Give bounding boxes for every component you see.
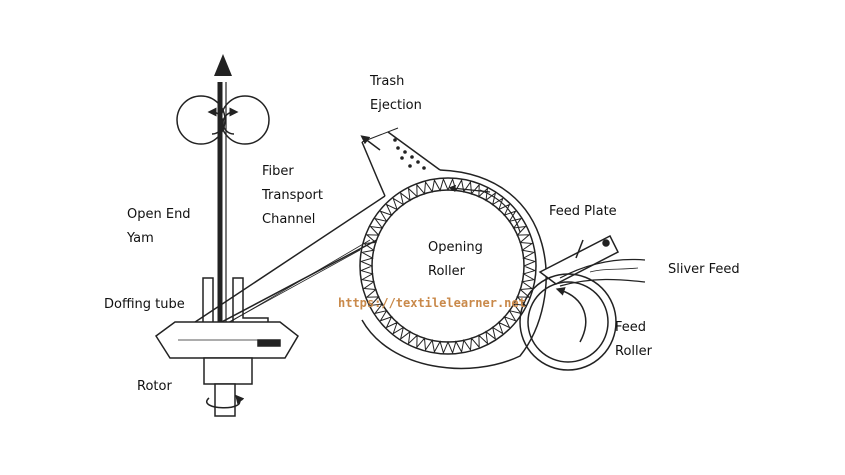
rotor-shape bbox=[154, 321, 299, 417]
take-off-rollers bbox=[176, 95, 270, 145]
label-sliver-feed: Sliver Feed bbox=[668, 258, 740, 282]
trash-duct-shape bbox=[360, 127, 441, 197]
watermark: https://textilelearner.net bbox=[338, 296, 526, 310]
label-open-end-yarn: Open End Yam bbox=[127, 203, 191, 251]
label-trash-ejection: Trash Ejection bbox=[370, 70, 422, 118]
label-line: Roller bbox=[615, 344, 652, 359]
yarn-line bbox=[217, 82, 227, 326]
rotation-arrow-icon bbox=[205, 394, 245, 409]
label-line: Fiber bbox=[262, 164, 294, 179]
label-line: Feed bbox=[615, 320, 647, 335]
feed-roller-shape bbox=[519, 273, 617, 371]
arrow-up-icon bbox=[214, 54, 232, 76]
label-line: Feed Plate bbox=[549, 204, 617, 219]
label-line: Yam bbox=[127, 231, 154, 246]
label-line: Open End bbox=[127, 207, 191, 222]
feed-plate-shape bbox=[538, 234, 620, 285]
label-line: Channel bbox=[262, 212, 316, 227]
label-line: Opening bbox=[428, 240, 483, 255]
label-line: Rotor bbox=[137, 379, 172, 394]
label-doffing-tube: Doffing tube bbox=[104, 293, 185, 317]
label-line: Sliver Feed bbox=[668, 262, 740, 277]
opening-roller-teeth bbox=[359, 177, 537, 355]
label-line: Transport bbox=[262, 188, 324, 203]
label-line: Doffing tube bbox=[104, 297, 185, 312]
opening-roller-shape bbox=[359, 177, 537, 355]
label-line: Ejection bbox=[370, 98, 422, 113]
label-feed-plate: Feed Plate bbox=[549, 200, 617, 224]
trash-particles bbox=[393, 138, 426, 170]
label-feed-roller: Feed Roller bbox=[615, 316, 652, 364]
label-fiber-transport-channel: Fiber Transport Channel bbox=[262, 160, 323, 232]
label-line: Trash bbox=[370, 74, 405, 89]
label-rotor: Rotor bbox=[137, 375, 172, 399]
label-line: Roller bbox=[428, 264, 465, 279]
label-opening-roller: Opening Roller bbox=[428, 236, 483, 284]
